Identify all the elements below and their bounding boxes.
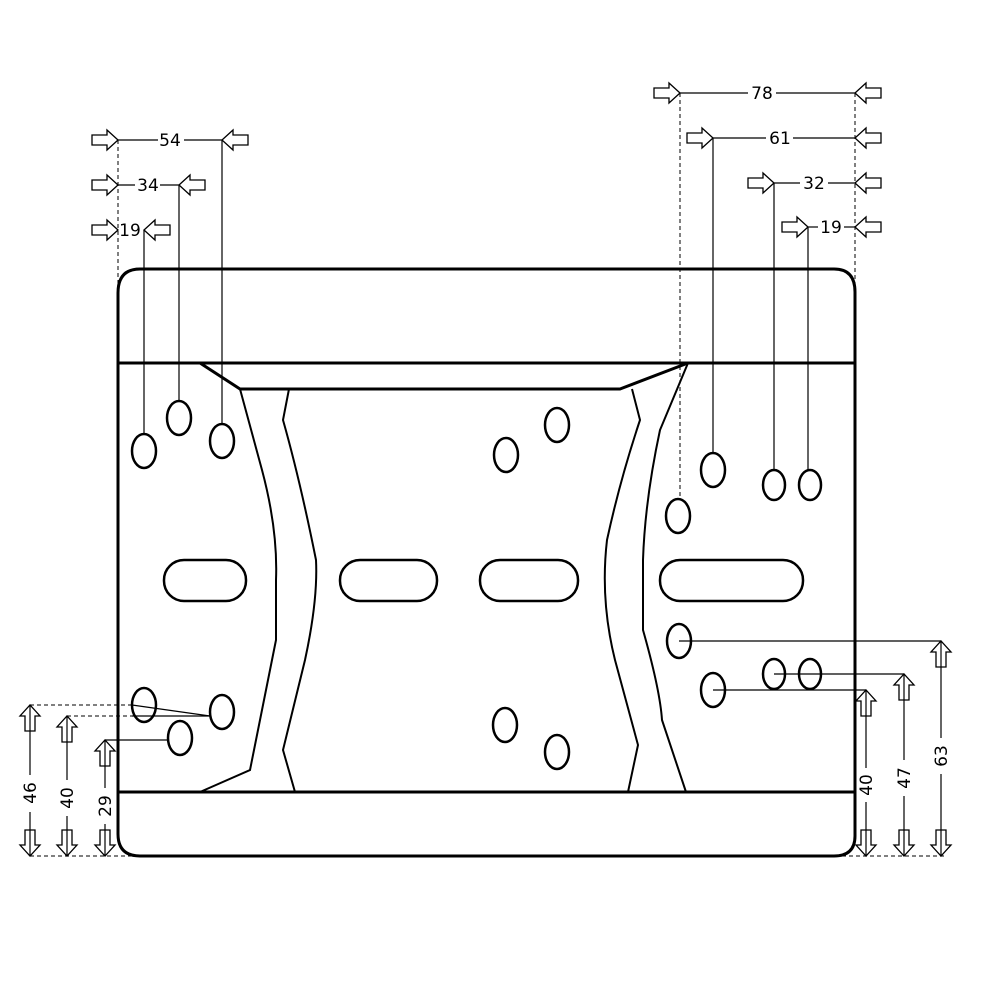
dimension-label: 63: [932, 745, 952, 767]
dimension-label: 78: [751, 84, 773, 104]
hole: [797, 468, 823, 502]
dimension-47: 47: [893, 673, 915, 857]
slot: [478, 558, 580, 603]
hole: [543, 406, 571, 444]
hole: [208, 693, 236, 731]
slots: [162, 558, 805, 603]
plate-body: [116, 267, 857, 858]
hole: [492, 436, 520, 474]
right-inner-contour: [603, 388, 642, 793]
center-panel-outline: [199, 361, 689, 391]
dimension-label: 34: [137, 176, 159, 196]
dimension-label: 61: [769, 129, 791, 149]
dimension-32: 32: [747, 172, 882, 194]
dimension-label: 19: [119, 221, 141, 241]
left-inner-contour: [281, 388, 318, 793]
hole: [699, 451, 727, 489]
dimension-19-right: 19: [781, 216, 882, 238]
dimension-54: 54: [91, 129, 249, 151]
slot: [162, 558, 248, 603]
dimension-61: 61: [686, 127, 882, 149]
hole: [165, 399, 193, 437]
slot: [658, 558, 805, 603]
right-outer-contour: [642, 362, 689, 793]
dimension-label: 40: [58, 787, 78, 809]
top-left-dimensions: 54 34 19: [91, 129, 249, 434]
slot: [338, 558, 439, 603]
hole: [761, 468, 787, 502]
dimension-label: 29: [96, 795, 116, 817]
dimension-label: 46: [21, 782, 41, 804]
plate-outline: [116, 267, 857, 858]
dimension-63: 63: [930, 640, 952, 857]
hole: [166, 719, 194, 757]
bottom-right-dimensions: 40 47 63: [679, 640, 952, 857]
dimension-label: 47: [895, 767, 915, 789]
hole: [130, 432, 158, 470]
dimension-40-left: 40: [56, 715, 78, 857]
hole: [208, 422, 236, 460]
dimension-29: 29: [94, 739, 116, 857]
dimension-40-right: 40: [855, 689, 877, 857]
dimension-label: 32: [803, 174, 825, 194]
dimension-78: 78: [653, 82, 882, 104]
dimension-46: 46: [19, 704, 41, 857]
hole: [491, 706, 519, 744]
top-right-dimensions: 78 61 32 19: [653, 82, 882, 499]
hole: [543, 733, 571, 771]
dimension-19: 19: [91, 219, 171, 241]
dimension-label: 19: [820, 218, 842, 238]
dimension-label: 54: [159, 131, 181, 151]
hole: [664, 497, 692, 535]
bottom-left-dimensions: 46 40 29: [19, 704, 211, 857]
dimension-label: 40: [857, 774, 877, 796]
holes: [130, 399, 823, 771]
dimension-34: 34: [91, 174, 206, 196]
left-outer-contour: [199, 388, 278, 793]
